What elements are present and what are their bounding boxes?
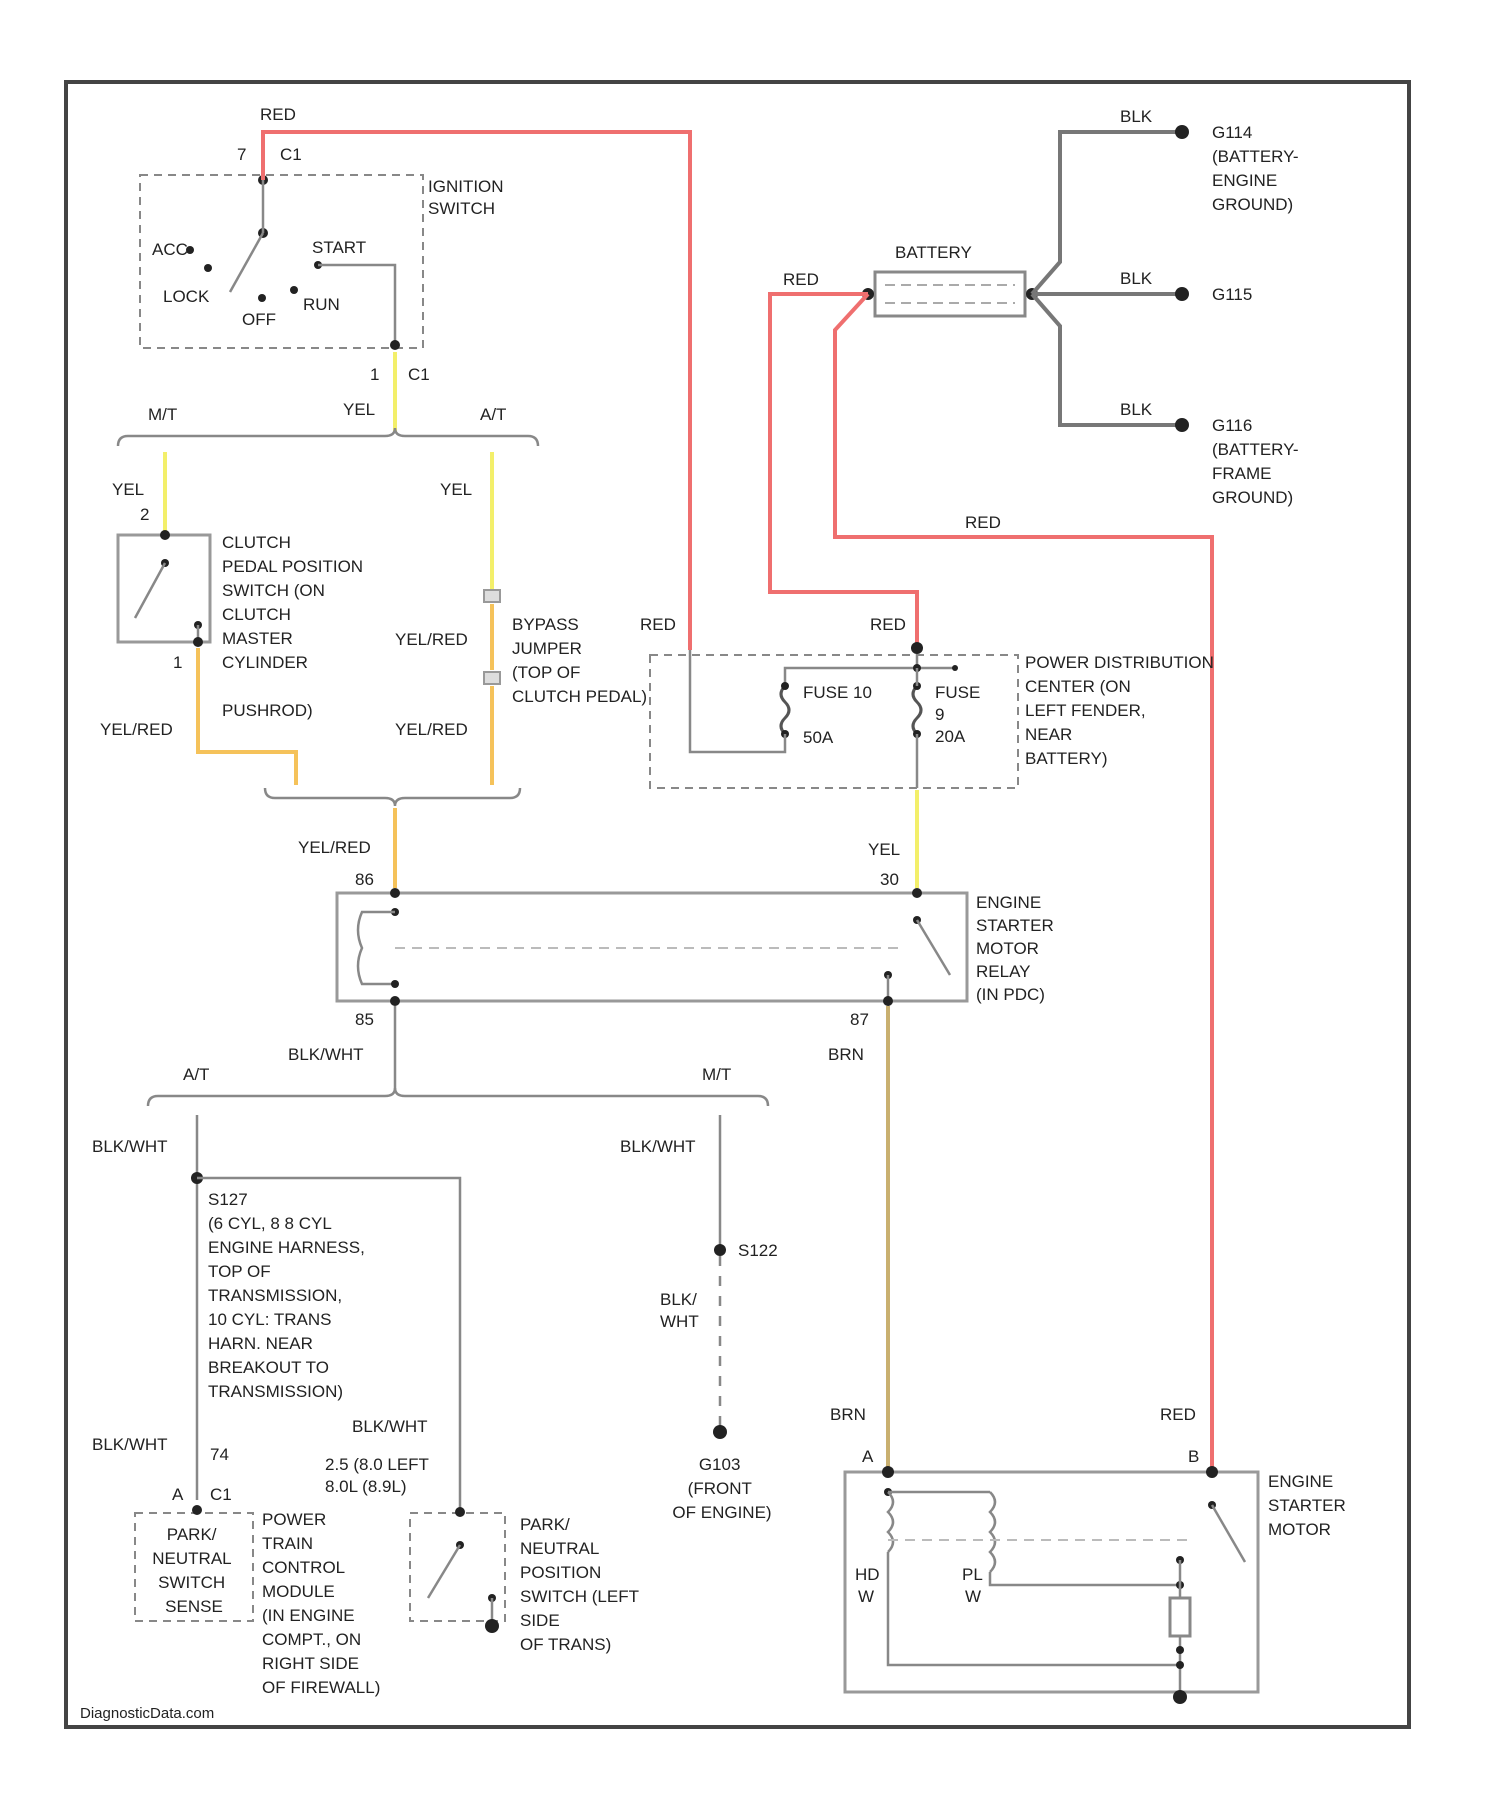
label-blkwht-relay: BLK/WHT [288,1045,364,1064]
label-blk-1: BLK [1120,107,1153,126]
label-motor-pin-b: B [1188,1447,1199,1466]
label-blkwht-pnp: BLK/WHT [352,1417,428,1436]
label-red-right: RED [965,513,1001,532]
label-bypass-jumper: BYPASS JUMPER (TOP OF CLUTCH PEDAL) [512,615,647,706]
label-mt-2: M/T [702,1065,731,1084]
label-pnp-note: 2.5 (8.0 LEFT 8.0L (8.9L) [325,1455,433,1496]
label-yelred-left: YEL/RED [100,720,173,739]
label-at-1: A/T [480,405,506,424]
label-c1-top-pin: 7 [237,145,246,164]
label-relay-pin-85: 85 [355,1010,374,1029]
power-distribution-center [650,642,1018,788]
label-pushrod: PUSHROD) [222,701,313,720]
engine-starter-motor [845,1466,1258,1704]
label-brn-motor: BRN [830,1405,866,1424]
watermark: DiagnosticData.com [80,1705,214,1722]
label-engine-starter-motor: ENGINE STARTER MOTOR [1268,1472,1351,1539]
label-relay-pin-86: 86 [355,870,374,889]
label-fuse9: FUSE 9 20A [935,683,985,746]
label-hd: HD W [855,1565,884,1606]
label-motor-pin-a: A [862,1447,874,1466]
label-c1-top: C1 [280,145,302,164]
label-blkwht-mid: BLK/WHT [620,1137,696,1156]
ignition-switch [140,175,423,350]
label-yelred-mid-top: YEL/RED [395,630,468,649]
label-blk-2: BLK [1120,269,1153,288]
label-yelred-mid-bot: YEL/RED [395,720,468,739]
label-red-pdc-left: RED [640,615,676,634]
label-blk-wht-dash: BLK/ WHT [660,1290,702,1331]
starter-relay [337,888,967,1006]
label-yelred-relay: YEL/RED [298,838,371,857]
label-brn-relay: BRN [828,1045,864,1064]
g115-terminal [1175,287,1189,301]
wire-blk-g116 [1032,294,1180,425]
park-neutral-position-switch [410,1507,505,1633]
label-clutch-pin-bot: 1 [173,653,182,672]
label-clutch-pin-top: 2 [140,505,149,524]
label-yel-relay: YEL [868,840,900,859]
label-pin-c1-a: A [172,1485,184,1504]
label-yel-after-ign: YEL [343,400,375,419]
label-red-motor: RED [1160,1405,1196,1424]
label-s122: S122 [738,1241,778,1260]
wire-blk-g114 [1032,132,1180,294]
label-red-top: RED [260,105,296,124]
label-run: RUN [303,295,340,314]
label-red-pdc-right: RED [870,615,906,634]
battery [862,272,1038,316]
label-at-2: A/T [183,1065,209,1084]
label-relay-pin-30: 30 [880,870,899,889]
ground-g103 [713,1425,727,1439]
label-mt-1: M/T [148,405,177,424]
label-battery: BATTERY [895,243,972,262]
label-off: OFF [242,310,276,329]
g114-terminal [1175,125,1189,139]
label-g116: G116 (BATTERY- FRAME GROUND) [1212,416,1303,507]
splice-s122 [714,1244,726,1256]
label-pnp-switch: PARK/ NEUTRAL POSITION SWITCH (LEFT SIDE… [520,1515,643,1654]
g116-terminal [1175,418,1189,432]
brace-merge [265,788,520,806]
label-relay-pin-87: 87 [850,1010,869,1029]
label-blkwht-bottom-left: BLK/WHT [92,1435,168,1454]
label-blk-3: BLK [1120,400,1153,419]
label-acc: ACC [152,240,188,259]
label-pcm-box: PARK/ NEUTRAL SWITCH SENSE [152,1525,235,1616]
wire-red-battery-pdc [770,294,917,648]
label-s127: S127 (6 CYL, 8 8 CYL ENGINE HARNESS, TOP… [208,1190,370,1401]
label-engine-starter-relay: ENGINE STARTER MOTOR RELAY (IN PDC) [976,893,1059,1004]
label-c1-bot: C1 [408,365,430,384]
label-pcm: POWER TRAIN CONTROL MODULE (IN ENGINE CO… [262,1510,380,1697]
clutch-pedal-switch [118,530,210,647]
label-fuse10: FUSE 10 50A [803,683,877,747]
label-yel-mt: YEL [112,480,144,499]
label-lock: LOCK [163,287,210,306]
label-pdc: POWER DISTRIBUTION CENTER (ON LEFT FENDE… [1025,653,1219,768]
label-pin-c1: C1 [210,1485,232,1504]
brace-mt-at-top [118,428,538,446]
label-c1-bot-pin: 1 [370,365,379,384]
label-g103: G103 (FRONT OF ENGINE) [672,1455,771,1522]
label-ignition-switch: IGNITION SWITCH [428,177,508,218]
label-yel-at: YEL [440,480,472,499]
label-red-battery: RED [783,270,819,289]
label-pin-74: 74 [210,1445,229,1464]
label-blkwht-left: BLK/WHT [92,1137,168,1156]
brace-at-mt-bottom [148,1088,768,1106]
label-g115: G115 [1212,285,1252,304]
bypass-jumper [484,590,500,785]
label-start: START [312,238,366,257]
label-g114: G114 (BATTERY- ENGINE GROUND) [1212,123,1303,214]
label-pl: PL W [962,1565,987,1606]
label-clutch-switch: CLUTCH PEDAL POSITION SWITCH (ON CLUTCH … [222,533,368,672]
